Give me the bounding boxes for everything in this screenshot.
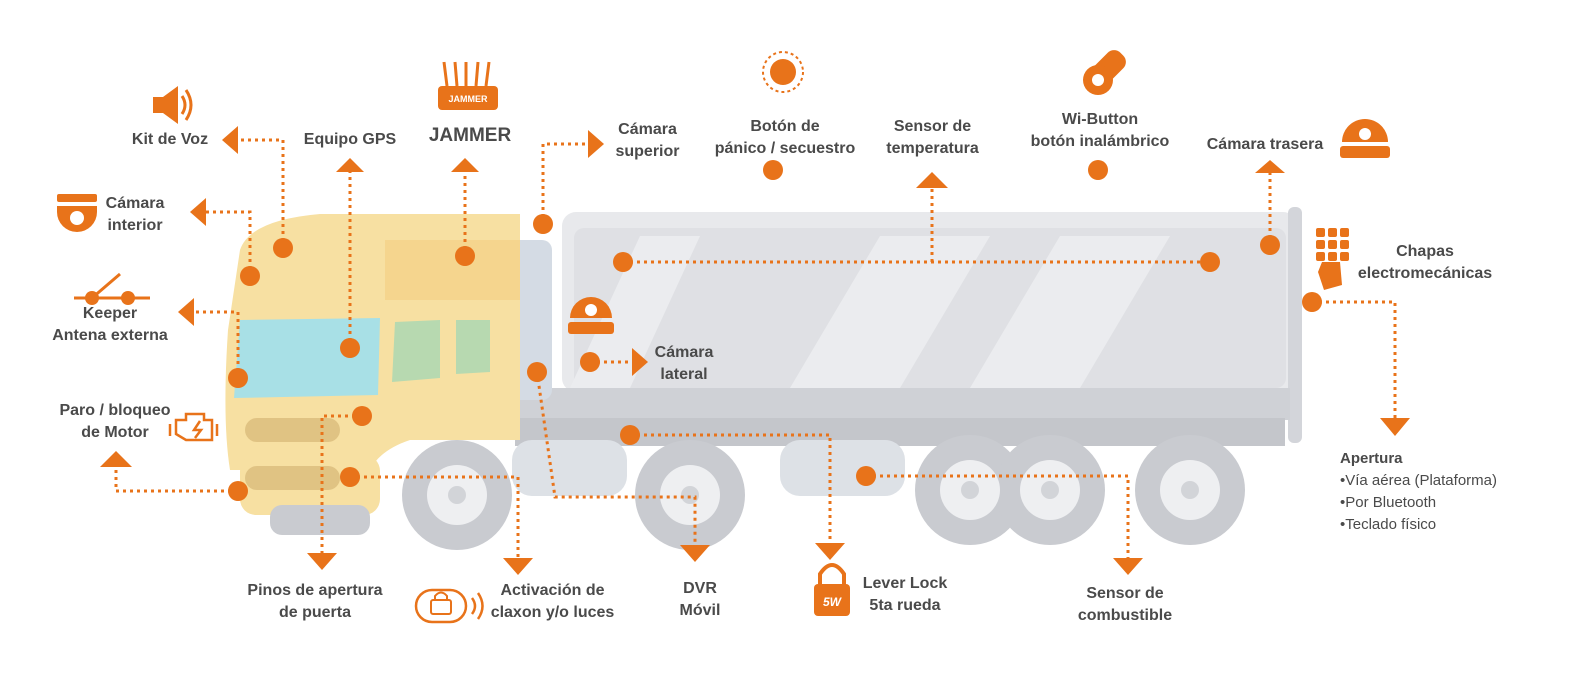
label-lever-1: Lever Lock <box>862 575 948 592</box>
label-wibutton-2: botón inalámbrico <box>1030 133 1170 150</box>
switch-icon <box>74 272 150 305</box>
label-camara-lateral-1: Cámara <box>654 344 714 361</box>
arrowheads <box>100 126 1410 575</box>
connectors <box>114 138 1397 560</box>
label-jammer: JAMMER <box>428 125 512 146</box>
label-kit-voz: Kit de Voz <box>131 131 209 148</box>
label-dvr-2: Móvil <box>679 602 721 619</box>
speaker-icon <box>153 86 193 124</box>
connection-points <box>228 160 1322 501</box>
keypad-hand-icon <box>1316 228 1349 290</box>
label-activacion-1: Activación de <box>500 582 605 599</box>
engine-icon <box>168 412 219 442</box>
label-sensor-temp-1: Sensor de <box>893 118 972 135</box>
padlock-signal-icon <box>414 588 484 624</box>
label-wibutton-1: Wi-Button <box>1061 111 1139 128</box>
wi-button-icon <box>1083 50 1126 95</box>
dome-camera-icon <box>1340 119 1390 158</box>
apertura-item: •Vía aérea (Plataforma) <box>1340 472 1497 489</box>
label-combustible-2: combustible <box>1077 607 1173 624</box>
label-camara-lateral-2: lateral <box>660 366 708 383</box>
panic-button-icon <box>762 51 804 93</box>
router-jammer-icon: JAMMER <box>438 61 498 110</box>
label-paro-1: Paro / bloqueo <box>59 402 171 419</box>
apertura-item: •Teclado físico <box>1340 516 1437 533</box>
label-pinos-1: Pinos de apertura <box>247 582 383 599</box>
apertura-note: Apertura •Vía aérea (Plataforma) •Por Bl… <box>1340 448 1497 536</box>
apertura-item: •Por Bluetooth <box>1340 494 1437 511</box>
label-camara-superior-1: Cámara <box>618 121 677 138</box>
label-camara-trasera: Cámara trasera <box>1206 136 1324 153</box>
label-panico-2: pánico / secuestro <box>714 140 856 157</box>
label-chapas-1: Chapas <box>1396 243 1454 260</box>
jammer-badge-text: JAMMER <box>448 94 488 104</box>
label-keeper-2: Antena externa <box>52 327 168 344</box>
label-combustible-1: Sensor de <box>1086 585 1164 602</box>
lever-badge-text: 5W <box>823 595 843 609</box>
label-camara-superior-2: superior <box>615 143 680 160</box>
dome-camera-icon <box>568 297 614 334</box>
label-keeper-1: Keeper <box>82 305 138 322</box>
label-equipo-gps: Equipo GPS <box>303 131 397 148</box>
label-pinos-2: de puerta <box>278 604 351 621</box>
apertura-title: Apertura <box>1340 450 1403 467</box>
label-dvr-1: DVR <box>683 580 717 597</box>
label-panico-1: Botón de <box>750 118 820 135</box>
dome-camera-icon <box>57 194 97 232</box>
truck-illustration <box>225 207 1302 550</box>
label-sensor-temp-2: temperatura <box>886 140 979 157</box>
padlock-icon: 5W <box>814 563 850 616</box>
label-chapas-2: electromecánicas <box>1357 265 1493 282</box>
label-paro-2: de Motor <box>81 424 149 441</box>
label-camara-interior-2: interior <box>107 217 163 234</box>
label-activacion-2: claxon y/o luces <box>490 604 615 621</box>
label-camara-interior-1: Cámara <box>105 195 165 212</box>
label-lever-2: 5ta rueda <box>869 597 941 614</box>
